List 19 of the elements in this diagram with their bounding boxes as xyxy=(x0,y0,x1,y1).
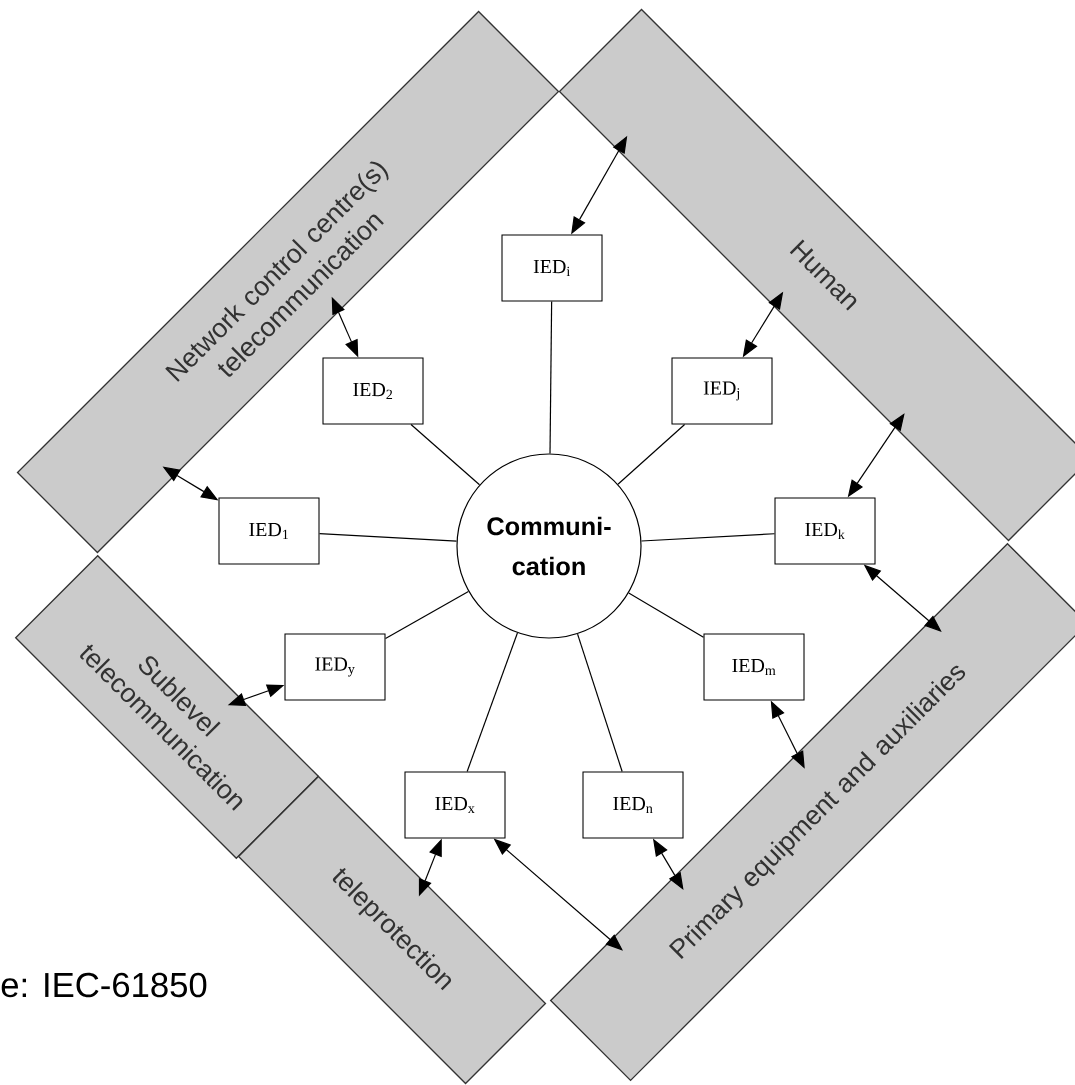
source-note: e: IEC-61850 xyxy=(1,972,207,998)
ied-box: IED$_{y}$ xyxy=(284,633,386,701)
connector-line xyxy=(640,533,776,542)
ied-box: IED$_{j}$ xyxy=(671,357,773,425)
ied-box: IED$_{n}$ xyxy=(582,771,684,839)
connector-line xyxy=(410,423,481,486)
connector-line xyxy=(617,423,686,485)
connector-line xyxy=(577,633,623,773)
ied-box: IED$_{i}$ xyxy=(501,234,603,302)
connector-line xyxy=(466,632,518,773)
connector-line xyxy=(318,533,458,542)
ied-box: IED$_{1}$ xyxy=(218,497,320,565)
connector-line xyxy=(384,591,469,640)
ied-box: IED$_{x}$ xyxy=(404,771,506,839)
connector-line xyxy=(628,592,705,638)
ied-box: IED$_{2}$ xyxy=(322,357,424,425)
ied-box: IED$_{k}$ xyxy=(774,497,876,565)
ied-box: IED$_{m}$ xyxy=(703,633,805,701)
connector-line xyxy=(549,300,553,455)
